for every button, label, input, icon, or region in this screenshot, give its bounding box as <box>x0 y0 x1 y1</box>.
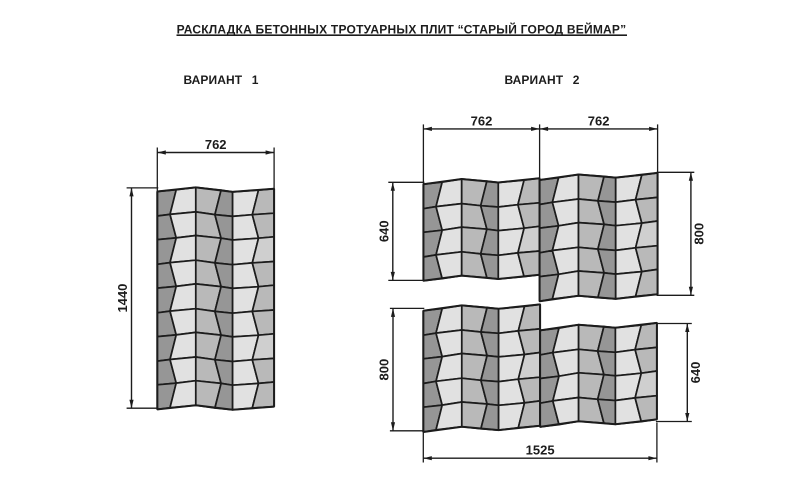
svg-text:762: 762 <box>588 113 610 128</box>
svg-text:800: 800 <box>691 223 706 245</box>
svg-text:1525: 1525 <box>526 443 555 458</box>
svg-text:640: 640 <box>376 220 391 242</box>
svg-text:ВАРИАНТ 1: ВАРИАНТ 1 <box>184 73 259 87</box>
svg-text:800: 800 <box>377 359 392 381</box>
svg-text:640: 640 <box>688 362 703 384</box>
svg-text:762: 762 <box>471 113 493 128</box>
svg-text:РАСКЛАДКА БЕТОННЫХ ТРОТУАРНЫХ: РАСКЛАДКА БЕТОННЫХ ТРОТУАРНЫХ ПЛИТ “СТАР… <box>177 21 627 36</box>
svg-text:762: 762 <box>205 137 227 152</box>
svg-text:1440: 1440 <box>115 284 130 313</box>
svg-text:ВАРИАНТ 2: ВАРИАНТ 2 <box>505 73 580 87</box>
